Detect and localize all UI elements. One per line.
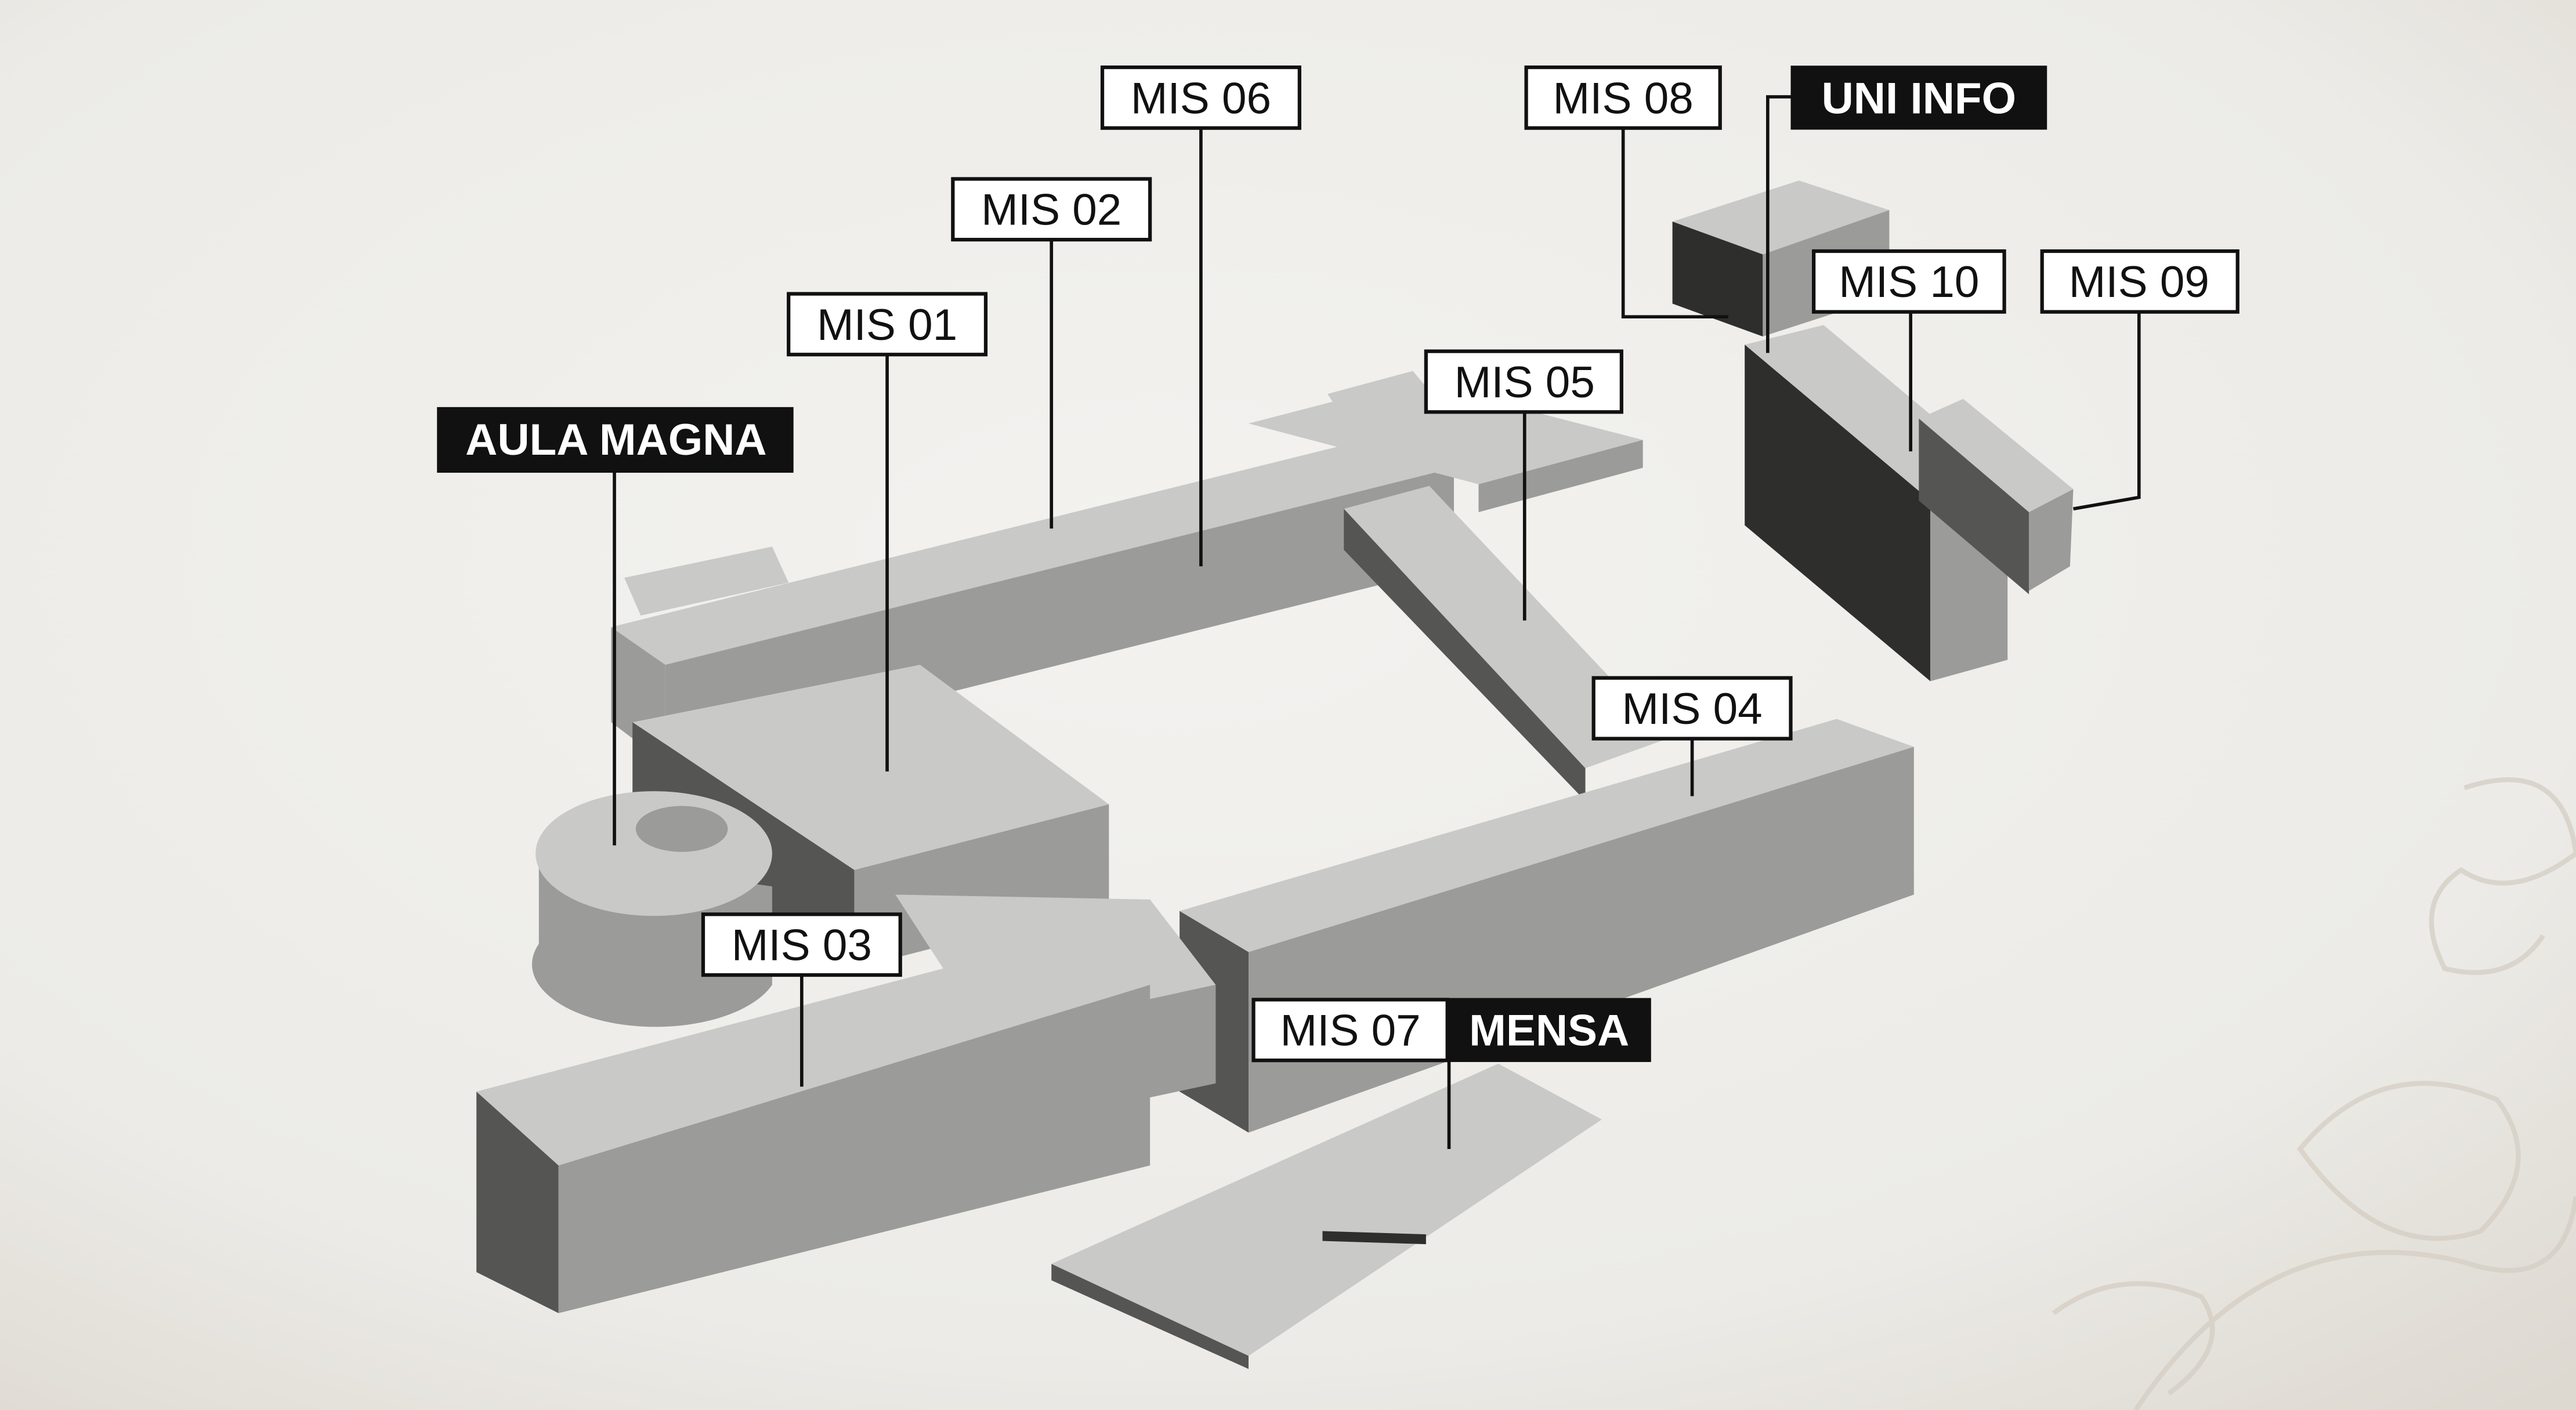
- svg-text:MIS 02: MIS 02: [981, 186, 1121, 235]
- label-mis04[interactable]: MIS 04: [1591, 676, 1793, 741]
- label-mis08[interactable]: MIS 08: [1524, 65, 1722, 130]
- label-aula-magna[interactable]: AULA MAGNA: [437, 407, 794, 473]
- svg-text:MIS 10: MIS 10: [1839, 258, 1979, 307]
- svg-text:MIS 06: MIS 06: [1131, 74, 1271, 123]
- label-mis06[interactable]: MIS 06: [1100, 65, 1301, 130]
- label-mis01[interactable]: MIS 01: [787, 292, 988, 357]
- svg-text:MENSA: MENSA: [1469, 1006, 1629, 1056]
- svg-text:MIS 05: MIS 05: [1455, 358, 1595, 407]
- building-aula-magna[interactable]: [531, 791, 772, 1027]
- label-uni-info[interactable]: UNI INFO: [1790, 66, 2047, 130]
- floral-ornament: [2052, 777, 2576, 1410]
- label-mensa[interactable]: MENSA: [1449, 998, 1651, 1063]
- label-mis05[interactable]: MIS 05: [1424, 349, 1623, 414]
- svg-text:MIS 08: MIS 08: [1553, 74, 1694, 123]
- building-north-wing[interactable]: [611, 371, 1643, 763]
- label-mis07[interactable]: MIS 07: [1251, 998, 1449, 1063]
- svg-text:MIS 03: MIS 03: [732, 921, 872, 970]
- svg-text:UNI INFO: UNI INFO: [1822, 74, 2016, 123]
- building-mis03[interactable]: [476, 936, 1150, 1314]
- leader-lines: [613, 95, 2141, 1150]
- building-mensa[interactable]: [1051, 1063, 1602, 1369]
- svg-text:MIS 09: MIS 09: [2069, 258, 2209, 307]
- svg-text:AULA MAGNA: AULA MAGNA: [465, 415, 766, 465]
- svg-text:MIS 01: MIS 01: [817, 300, 957, 350]
- building-mis09[interactable]: [1919, 398, 2074, 595]
- svg-text:MIS 04: MIS 04: [1622, 684, 1762, 734]
- label-mis09[interactable]: MIS 09: [2040, 249, 2239, 314]
- svg-text:MIS 07: MIS 07: [1280, 1006, 1421, 1056]
- label-mis03[interactable]: MIS 03: [701, 912, 902, 977]
- label-mis02[interactable]: MIS 02: [951, 177, 1152, 242]
- building-mis05[interactable]: [1344, 485, 1668, 802]
- label-mis10[interactable]: MIS 10: [1812, 249, 2006, 314]
